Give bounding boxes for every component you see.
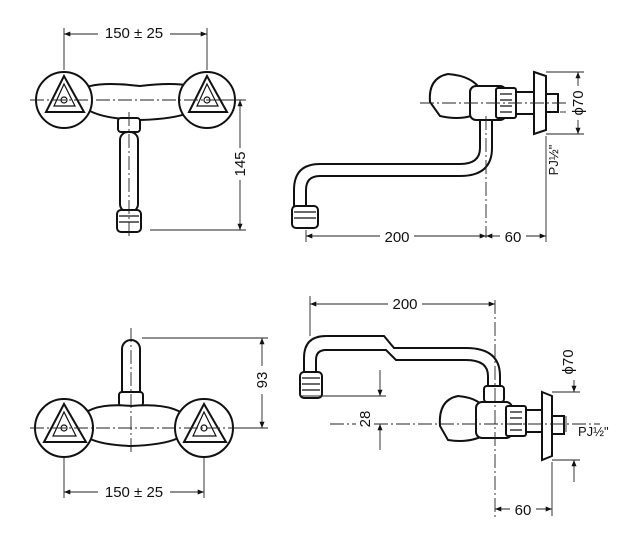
s-spout — [293, 117, 493, 209]
thread-label: PJ½" — [546, 144, 561, 175]
spout-aerator — [291, 205, 319, 229]
thread-label-lower: PJ½" — [578, 424, 609, 439]
wall-rosette-lower — [541, 390, 553, 462]
length-label: 200 — [384, 229, 409, 246]
side-connector-lower — [525, 409, 543, 433]
height-label-lower: 93 — [254, 372, 271, 389]
diameter-label: ϕ70 — [570, 90, 587, 115]
bottom-front-view: 93 150 ± 25 — [30, 328, 271, 501]
swivel-spout — [303, 335, 501, 389]
offset-label: 60 — [505, 229, 522, 246]
top-front-view: 150 ± 25 145 — [30, 24, 249, 238]
bottom-side-view: 200 28 ϕ70 PJ½" 60 — [299, 294, 609, 519]
swivel-collar — [483, 385, 505, 403]
height-label: 145 — [232, 151, 249, 176]
swivel-aerator — [299, 371, 323, 399]
diameter-label-lower: ϕ70 — [560, 349, 577, 374]
top-side-view: ϕ70 PJ½" 200 60 — [291, 70, 588, 246]
offset-label-lower: 60 — [515, 502, 532, 519]
width-label-lower: 150 ± 25 — [105, 484, 163, 501]
width-label: 150 ± 25 — [105, 25, 163, 42]
mixer-body-lower — [76, 404, 192, 448]
side-union-lower — [505, 405, 527, 437]
drop-label: 28 — [357, 411, 374, 428]
length-label-lower: 200 — [392, 296, 417, 313]
